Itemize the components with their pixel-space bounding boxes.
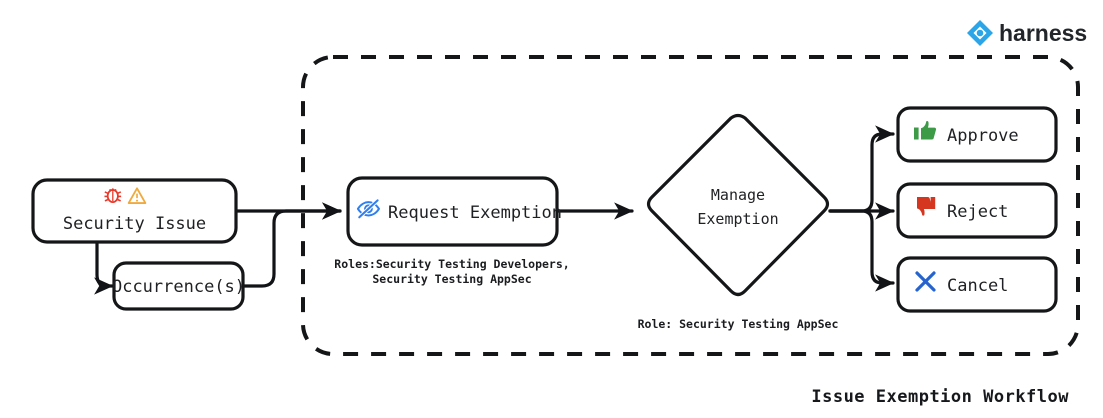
manage-exemption-label-line2: Exemption [697,210,778,228]
occurrences-box[interactable] [112,261,245,311]
manage-exemption-caption: Role: Security Testing AppSec [638,317,839,331]
warning-triangle-icon [127,187,147,204]
eye-off-icon [356,198,380,219]
security-issue-box[interactable] [31,178,238,244]
node-approve[interactable]: Approve [896,106,1058,163]
approve-label: Approve [947,126,1019,146]
manage-exemption-label-line1: Manage [711,186,765,204]
harness-logo: harness [967,20,1087,46]
harness-wordmark: harness [999,20,1087,46]
request-exemption-caption-line2: Security Testing AppSec [372,272,531,286]
cancel-label: Cancel [947,276,1008,296]
request-exemption-caption-line1: Roles:Security Testing Developers, [334,257,569,271]
edge-manage-exemption-to-approve [828,125,895,213]
x-mark-icon [915,271,936,292]
request-exemption-box[interactable] [346,176,559,247]
node-security-issue[interactable]: Security Issue [31,178,238,244]
edge-security-issue-to-occurrences [94,240,114,295]
edge-manage-exemption-to-cancel [828,209,895,292]
node-cancel[interactable]: Cancel [896,256,1058,313]
reject-label: Reject [947,202,1008,222]
occurrences-label: Occurrence(s) [112,277,245,297]
node-reject[interactable]: Reject [896,182,1058,239]
request-exemption-label: Request Exemption [388,203,562,223]
exemption-workflow-group-border [301,55,1080,356]
node-occurrences[interactable]: Occurrence(s) [112,261,245,311]
security-issue-label: Security Issue [63,214,206,234]
reject-box[interactable] [896,182,1058,239]
manage-exemption-diamond[interactable] [646,113,830,297]
node-request-exemption[interactable]: Request Exemption Roles:Security Testing… [334,176,570,286]
edge-occurrences-to-request-exemption [241,202,342,288]
thumbs-down-icon [914,197,936,216]
thumbs-up-icon [914,120,937,140]
diagram-title: Issue Exemption Workflow [811,387,1069,407]
harness-diamond-icon [967,20,993,46]
bug-icon [104,188,122,203]
node-manage-exemption[interactable]: Manage Exemption Role: Security Testing … [638,113,839,332]
edge-layer [94,125,895,295]
approve-box[interactable] [896,106,1058,163]
cancel-box[interactable] [896,256,1058,313]
